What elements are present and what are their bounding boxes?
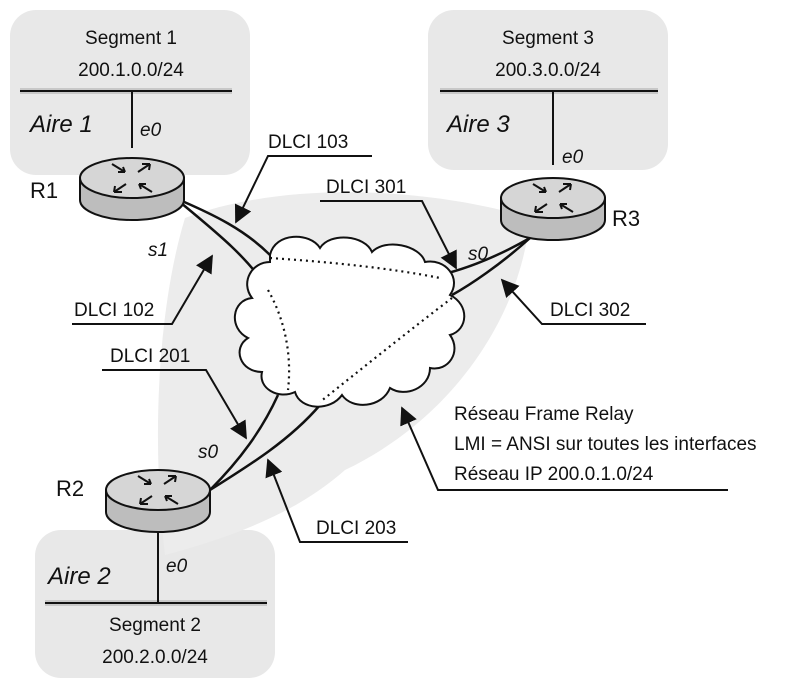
frame-relay-cloud [233, 235, 466, 408]
r3-e0-label: e0 [562, 147, 584, 168]
segment-1-name: Segment 1 [85, 28, 177, 49]
network-info-callout [400, 406, 728, 491]
dlci-103-callout [234, 155, 372, 224]
segment-3-name: Segment 3 [502, 28, 594, 49]
segment-1-network: 200.1.0.0/24 [78, 60, 184, 81]
r1-s1-label: s1 [148, 240, 168, 261]
dlci-302-label: DLCI 302 [550, 300, 630, 321]
segment-2-name: Segment 2 [109, 615, 201, 636]
router-r2-name: R2 [56, 476, 84, 501]
dlci-203-callout [265, 458, 408, 543]
dlci-201-callout [102, 369, 247, 440]
area-1-label: Aire 1 [28, 111, 93, 138]
r3-serial-link-b [451, 237, 531, 297]
dlci-301-label: DLCI 301 [326, 177, 406, 198]
r1-e0-label: e0 [140, 120, 162, 141]
r3-s0-label: s0 [468, 244, 489, 265]
network-info-line2: LMI = ANSI sur toutes les interfaces [454, 434, 757, 455]
dlci-302-callout [500, 278, 646, 325]
dlci-102-label: DLCI 102 [74, 300, 154, 321]
router-r3 [500, 177, 606, 241]
dlci-301-callout [320, 200, 457, 270]
r2-e0-label: e0 [166, 556, 188, 577]
area-2-label: Aire 2 [46, 563, 111, 590]
network-info-line3: Réseau IP 200.0.1.0/24 [454, 464, 654, 485]
area-3-label: Aire 3 [445, 111, 510, 138]
r2-serial-link [209, 394, 280, 491]
network-info-line1: Réseau Frame Relay [454, 404, 634, 425]
router-r1-name: R1 [30, 178, 58, 203]
router-r1 [79, 157, 185, 221]
r2-serial-link-b [209, 404, 321, 492]
router-r3-name: R3 [612, 206, 640, 231]
segment-2-network: 200.2.0.0/24 [102, 647, 208, 668]
dlci-203-label: DLCI 203 [316, 518, 396, 539]
dlci-102-callout [72, 254, 213, 325]
pvc-r3-r2 [319, 297, 453, 403]
router-r2 [105, 469, 211, 533]
dlci-201-label: DLCI 201 [110, 346, 190, 367]
dlci-103-label: DLCI 103 [268, 132, 348, 153]
segment-3-network: 200.3.0.0/24 [495, 60, 601, 81]
r2-s0-label: s0 [198, 442, 219, 463]
r1-serial-link [174, 196, 271, 256]
